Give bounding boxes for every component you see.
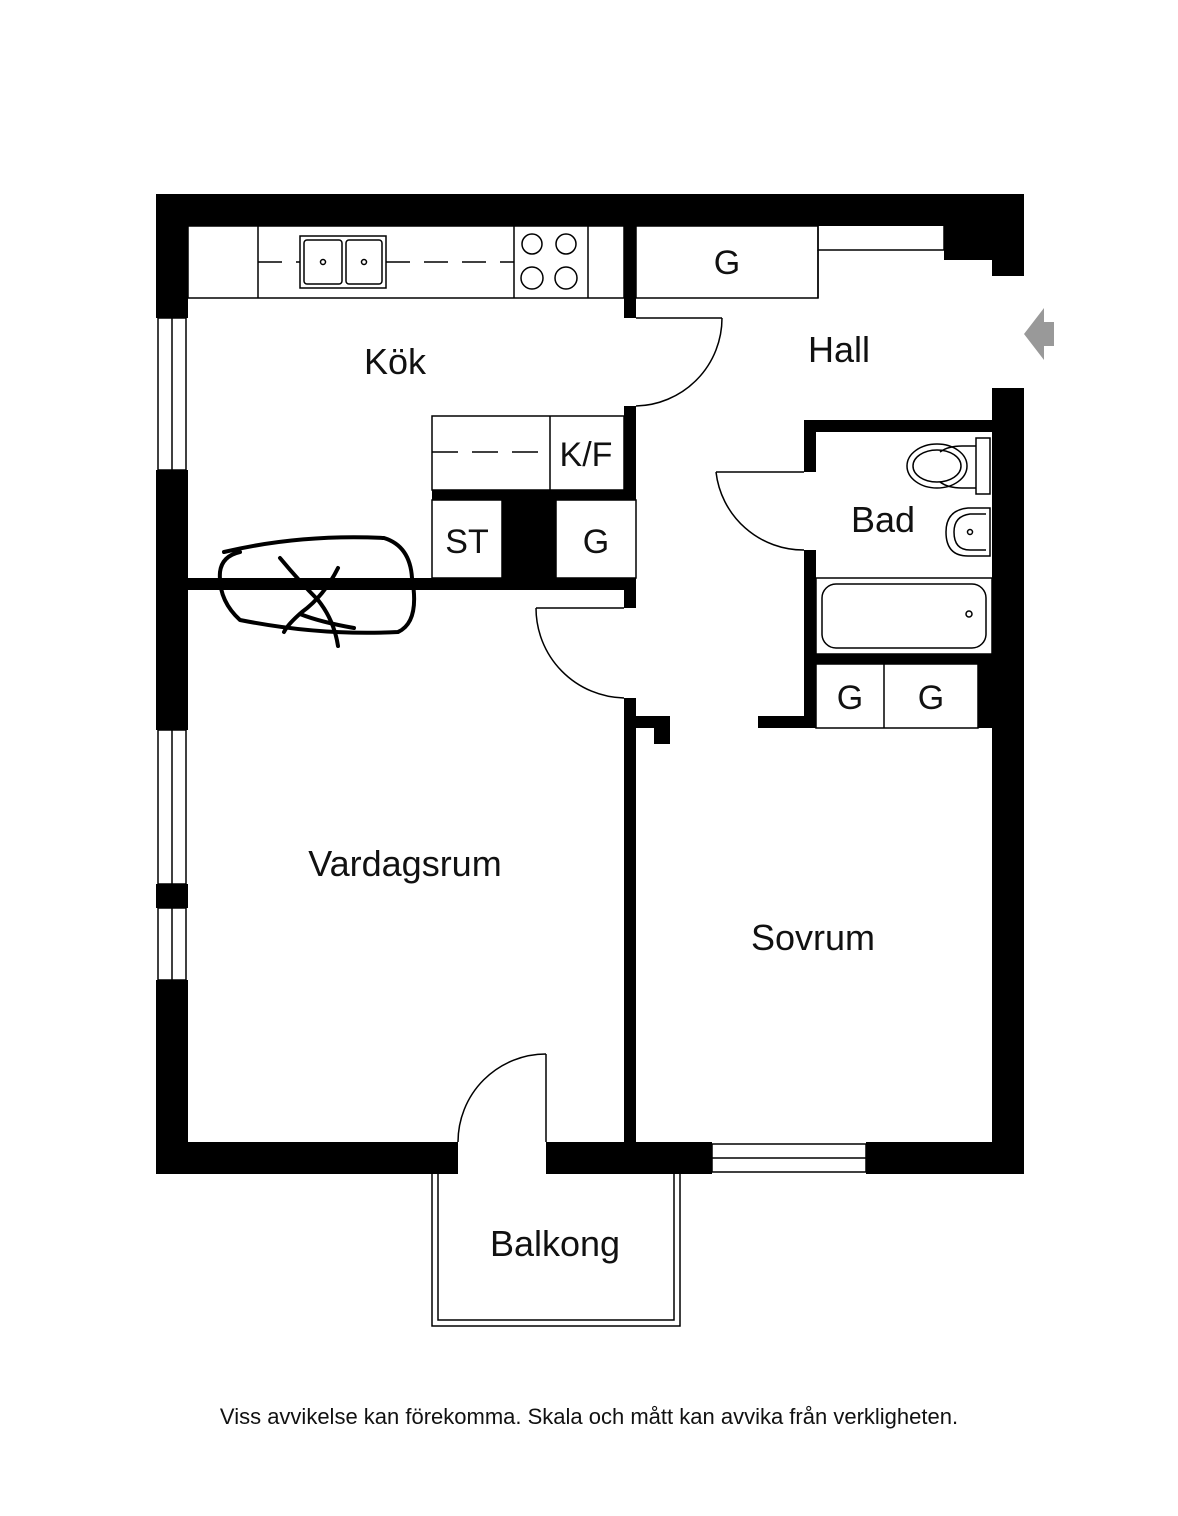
outer-walls bbox=[156, 194, 1024, 1174]
room-label-bedroom: Sovrum bbox=[751, 917, 875, 958]
fixture-label-bedroom-wardrobe-1: G bbox=[837, 679, 863, 717]
room-label-hall: Hall bbox=[808, 329, 870, 370]
fixture-label-kitchen-wardrobe: G bbox=[583, 523, 609, 561]
windows bbox=[157, 317, 867, 1173]
fixture-label-storage: ST bbox=[445, 523, 488, 561]
room-label-living: Vardagsrum bbox=[308, 843, 501, 884]
balcony bbox=[431, 1174, 681, 1327]
hall-wardrobe bbox=[635, 211, 945, 299]
sink-icon bbox=[299, 235, 387, 289]
room-label-balcony: Balkong bbox=[490, 1223, 620, 1264]
bedroom-wardrobes bbox=[815, 663, 979, 729]
bathtub-icon bbox=[815, 577, 993, 655]
doors bbox=[457, 317, 805, 1143]
fixture-label-fridge-freezer: K/F bbox=[560, 436, 613, 474]
scribble-mark bbox=[217, 535, 417, 648]
inner-walls bbox=[188, 226, 1024, 1144]
toilet-icon bbox=[906, 437, 991, 495]
fixture-label-bedroom-wardrobe-2: G bbox=[918, 679, 944, 717]
entrance-arrow-icon bbox=[1024, 308, 1054, 360]
fixture-label-hall-wardrobe: G bbox=[714, 244, 740, 282]
kitchen-counter bbox=[187, 225, 625, 299]
fridge-freezer bbox=[431, 415, 625, 491]
storage-closets bbox=[431, 499, 637, 579]
stove-icon bbox=[520, 233, 578, 290]
room-label-bath: Bad bbox=[851, 499, 915, 540]
disclaimer-text: Viss avvikelse kan förekomma. Skala och … bbox=[219, 1404, 959, 1429]
washbasin-icon bbox=[945, 507, 991, 557]
room-label-kitchen: Kök bbox=[364, 341, 427, 382]
